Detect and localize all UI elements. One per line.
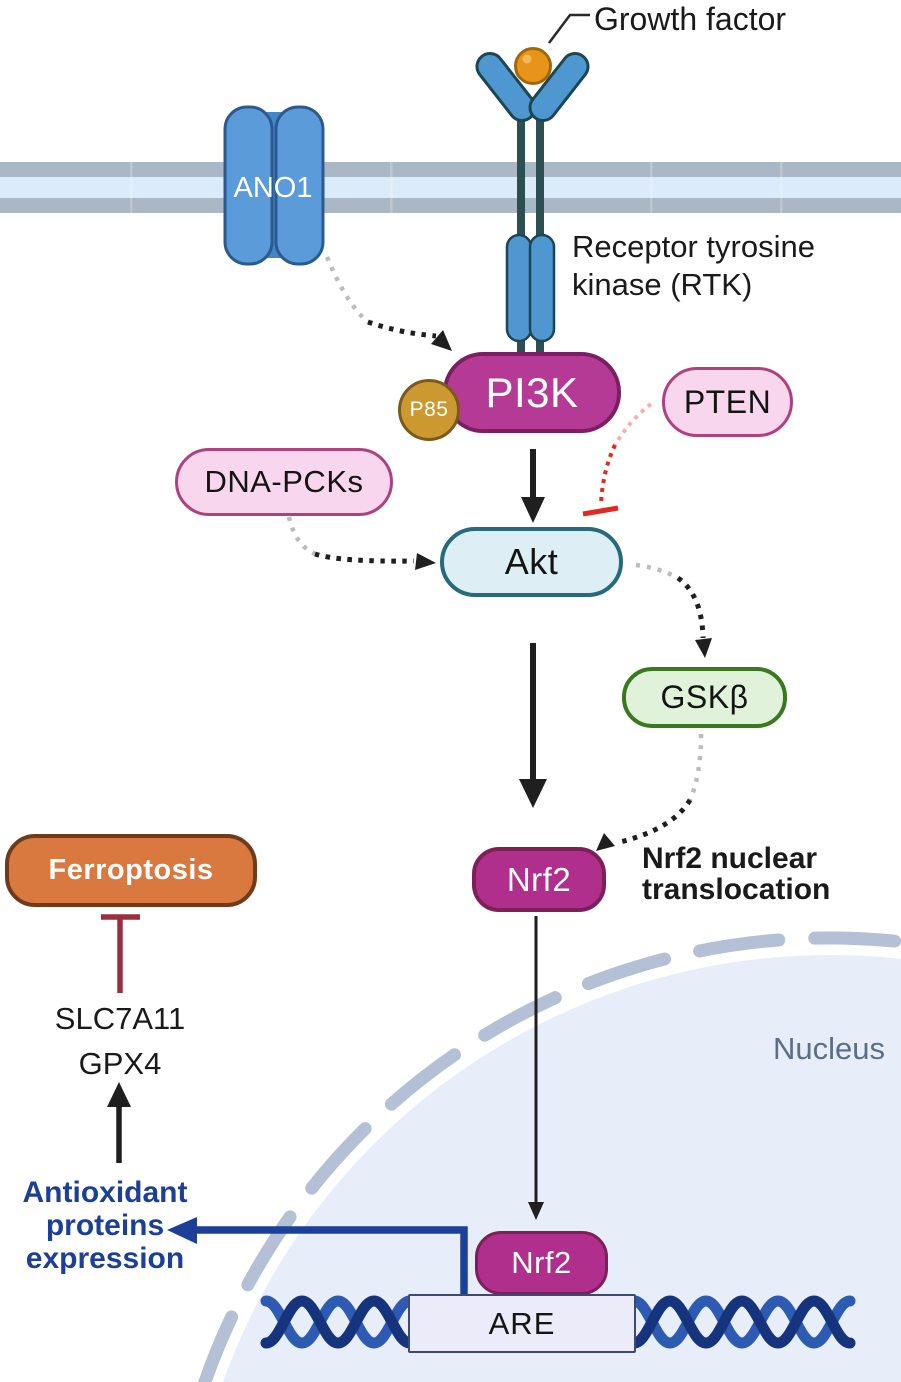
plasma-membrane <box>0 162 901 213</box>
nucleus-label: Nucleus <box>773 1031 885 1066</box>
dna-strand <box>260 1295 416 1349</box>
arrow-pi3k-akt <box>521 449 545 523</box>
rtk-stem-right <box>536 100 544 354</box>
nuclear-envelope <box>198 931 901 1382</box>
arrow-gsk-nrf2 <box>596 733 704 851</box>
membrane-outer-top <box>0 162 901 177</box>
membrane-outer-bottom <box>0 198 901 213</box>
node-akt: Akt <box>440 527 623 597</box>
nrf2-translocation-line2: translocation <box>642 873 831 906</box>
arrow-akt-gsk <box>635 562 712 658</box>
rtk-capsule-left <box>505 233 533 343</box>
dna-strand <box>628 1295 856 1349</box>
node-dna-pcks: DNA-PCKs <box>175 448 393 516</box>
dna-strand <box>628 1295 856 1349</box>
ligand-highlight <box>522 54 532 64</box>
rtk-label: Receptor tyrosine kinase (RTK) <box>572 228 815 304</box>
node-pten: PTEN <box>662 367 793 437</box>
nrf2-translocation-label: Nrf2 nuclear translocation <box>642 843 830 905</box>
dna-helix <box>260 1295 856 1349</box>
antioxidant-line2: proteins <box>45 1209 165 1242</box>
dna-strand <box>260 1295 416 1349</box>
node-nrf2-nuclear: Nrf2 <box>475 1231 608 1295</box>
rtk-stem-left <box>517 100 525 354</box>
node-pi3k: PI3K <box>443 352 621 433</box>
antioxidant-line3: expression <box>25 1242 185 1275</box>
rtk-capsule-right <box>528 233 556 343</box>
arrow-antioxidant-genes <box>107 1082 131 1163</box>
rtk-arm-left <box>475 52 537 122</box>
node-are: ARE <box>408 1294 636 1353</box>
ano1-channel-left-lobe <box>223 105 274 266</box>
antioxidant-line1: Antioxidant <box>22 1176 188 1209</box>
rtk-receptor <box>475 52 590 354</box>
rtk-label-line2: kinase (RTK) <box>572 267 753 302</box>
growth-factor-ligand <box>514 47 552 85</box>
node-p85: P85 <box>398 379 460 441</box>
membrane-inner <box>0 177 901 198</box>
arrow-nrf2-nucleus <box>528 916 544 1220</box>
arrow-are-antioxidant <box>167 1217 468 1295</box>
growth-factor-pointer-line <box>548 13 590 44</box>
rtk-label-line1: Receptor tyrosine <box>572 229 815 264</box>
growth-factor-label: Growth factor <box>594 1 787 37</box>
arrow-akt-nrf2 <box>519 643 547 808</box>
node-ferroptosis: Ferroptosis <box>5 834 257 907</box>
arrow-dnapcks-akt <box>286 516 436 570</box>
ano1-channel-right-lobe <box>274 105 325 266</box>
ano1-label: ANO1 <box>233 172 313 204</box>
arrow-ano1-pi3k <box>324 256 452 351</box>
nucleus-body <box>223 955 901 1382</box>
slc7a11-label: SLC7A11 <box>54 1001 186 1036</box>
antioxidant-genes-label: SLC7A11 GPX4 <box>20 996 220 1086</box>
antioxidant-expression-label: Antioxidant proteins expression <box>14 1176 196 1275</box>
node-nrf2: Nrf2 <box>472 847 606 912</box>
inhibit-slc-ferroptosis <box>101 914 140 993</box>
inhibit-pten-akt <box>582 402 653 517</box>
gpx4-label: GPX4 <box>78 1046 162 1081</box>
rtk-arm-right <box>528 52 590 122</box>
node-gsk-beta: GSKβ <box>622 667 787 728</box>
nrf2-translocation-line1: Nrf2 nuclear <box>642 842 818 875</box>
ano1-channel <box>223 105 325 266</box>
